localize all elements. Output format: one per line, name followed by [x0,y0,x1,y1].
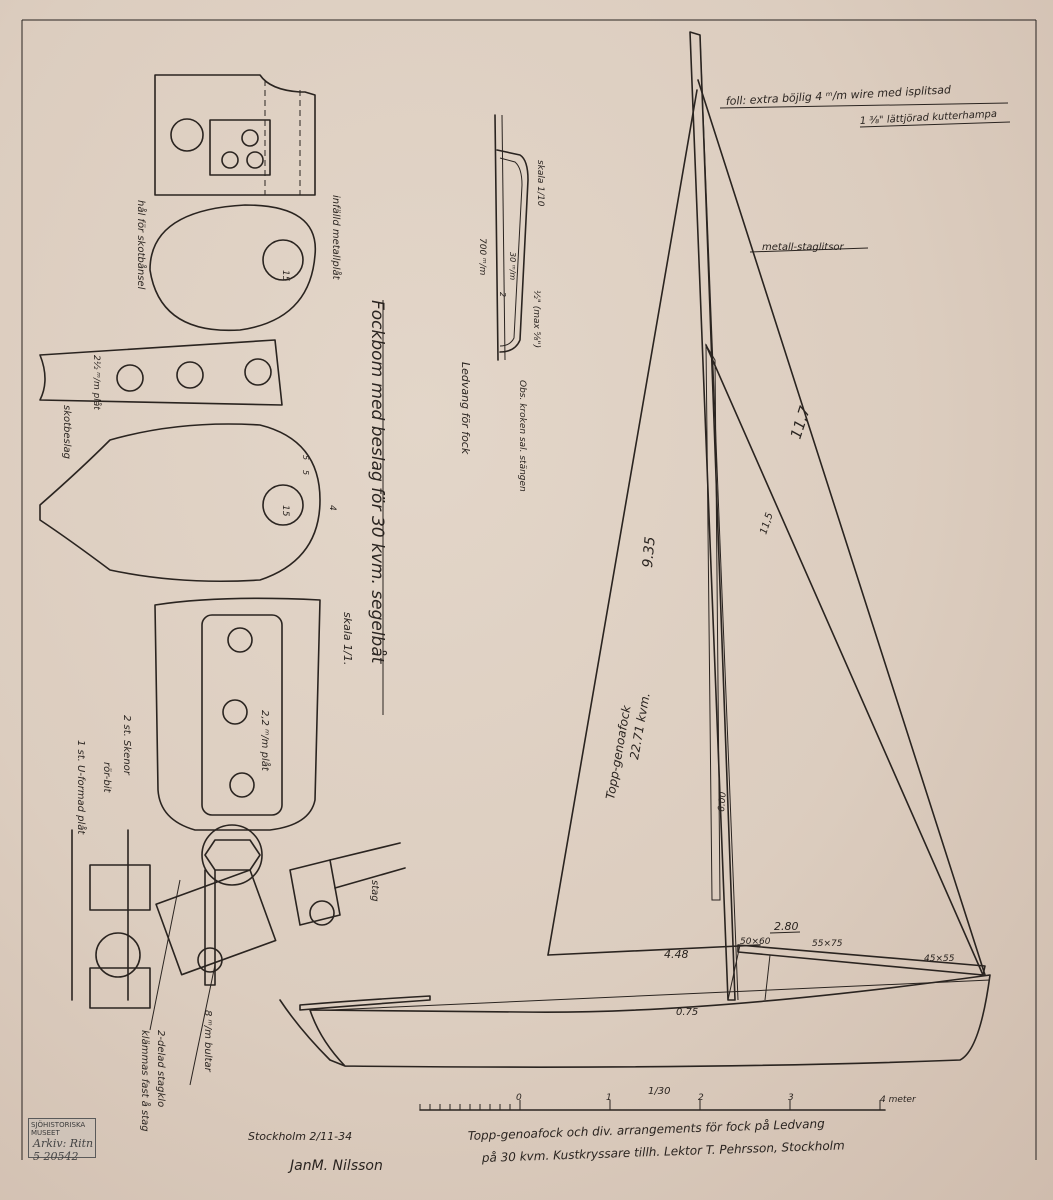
mast-mark: 6.00 [717,791,729,812]
scale-tick-3: 3 [788,1093,794,1103]
stay-strands-label: metall-staglitsor [762,242,845,253]
pipe-label: rör-bit [101,762,112,794]
length-700: 700 ᵐ/m [477,238,487,276]
hole-diameter-1: 15 [280,270,290,282]
hole-label: hål för skotbånsel [135,200,148,290]
jib-boom [737,944,986,976]
luff-length-faded: 11,5 [758,511,775,536]
small-dimension: 0.75 [676,1007,698,1018]
dim-2: 2 [498,292,507,297]
rod-diameter: ½" (max ⁵⁄₈") [531,290,541,348]
sheet-fitting-label: skotbeslag [61,405,72,459]
scale-tick-0: 0 [516,1093,522,1103]
u-plate-label: 1 st. U-formad plåt [75,740,88,835]
clamp-label: 2-delad stagklo [155,1030,166,1107]
dim-5a: 5 [301,455,310,460]
scale-tick-4: 4 meter [880,1095,917,1105]
genoa-leech [547,89,698,956]
rails-label: 2 st. Skenor [121,715,132,776]
inset-plate-label: infälld metallplåt [330,195,343,281]
spar-size-1: 50×60 [740,937,771,947]
spar-size-2: 55×75 [812,939,843,949]
dim-5b: 5 [301,470,310,475]
scale-tick-1: 1 [606,1093,612,1103]
forestay [697,79,986,976]
mast [689,31,736,1001]
caption-line-2: på 30 kvm. Kustkryssare tillh. Lektor T.… [481,1138,845,1165]
hook-note: Obs. kroken sal. stängen [517,380,527,492]
luff-length: 11,7 [787,403,815,441]
scale-tick-2: 2 [698,1093,704,1103]
boom-fittings [39,74,406,1086]
signature: JanM. Nilsson [287,1158,383,1174]
sail-area: 22.71 kvm. [627,691,653,760]
plate-thickness-25: 2½ ᵐ/m plåt [91,355,102,410]
vang-title: Ledvang för fock [459,362,472,455]
scale-label-1-10: skala 1/10 [535,160,545,207]
caption-line-1: Topp-genoafock och div. arrangements för… [468,1117,826,1143]
scale-bar [419,1100,886,1111]
archive-stamp-number: Arkiv: Ritn 5 20542 [33,1137,94,1163]
stay-label: stag [369,880,380,902]
archive-stamp-title: SJÖHISTORISKA MUSEET [31,1121,86,1137]
genoa-foot [547,944,761,956]
scale-ratio: 1/30 [648,1086,670,1097]
clamp-fix-label: klämmas fast å stag [139,1030,152,1132]
foot-length: 4.48 [664,948,689,961]
leech-length: 9.35 [640,536,659,569]
spar-size-3: 45×55 [924,954,955,964]
dim-30: 30 ᵐ/m [508,252,517,280]
archive-stamp: SJÖHISTORISKA MUSEET Arkiv: Ritn 5 20542 [28,1118,96,1163]
dim-4: 4 [327,505,337,511]
hull [279,974,991,1068]
rudder-top [299,995,431,1011]
main-title: Fockbom med beslag för 30 kvm. segelbåt [367,300,388,665]
vang-detail [494,114,529,361]
plate-thickness-22: 2,2 ᵐ/m plåt [259,710,272,772]
sail-plan [279,31,991,1068]
boom-length: 2.80 [774,920,799,933]
scale-label-1-1: skala 1/1. [341,612,354,665]
hole-diameter-2: 15 [280,505,290,517]
bolts-label: 8 ᵐ/m bultar [202,1010,213,1073]
place-date: Stockholm 2/11-34 [248,1130,352,1143]
jib-luff [705,344,984,976]
